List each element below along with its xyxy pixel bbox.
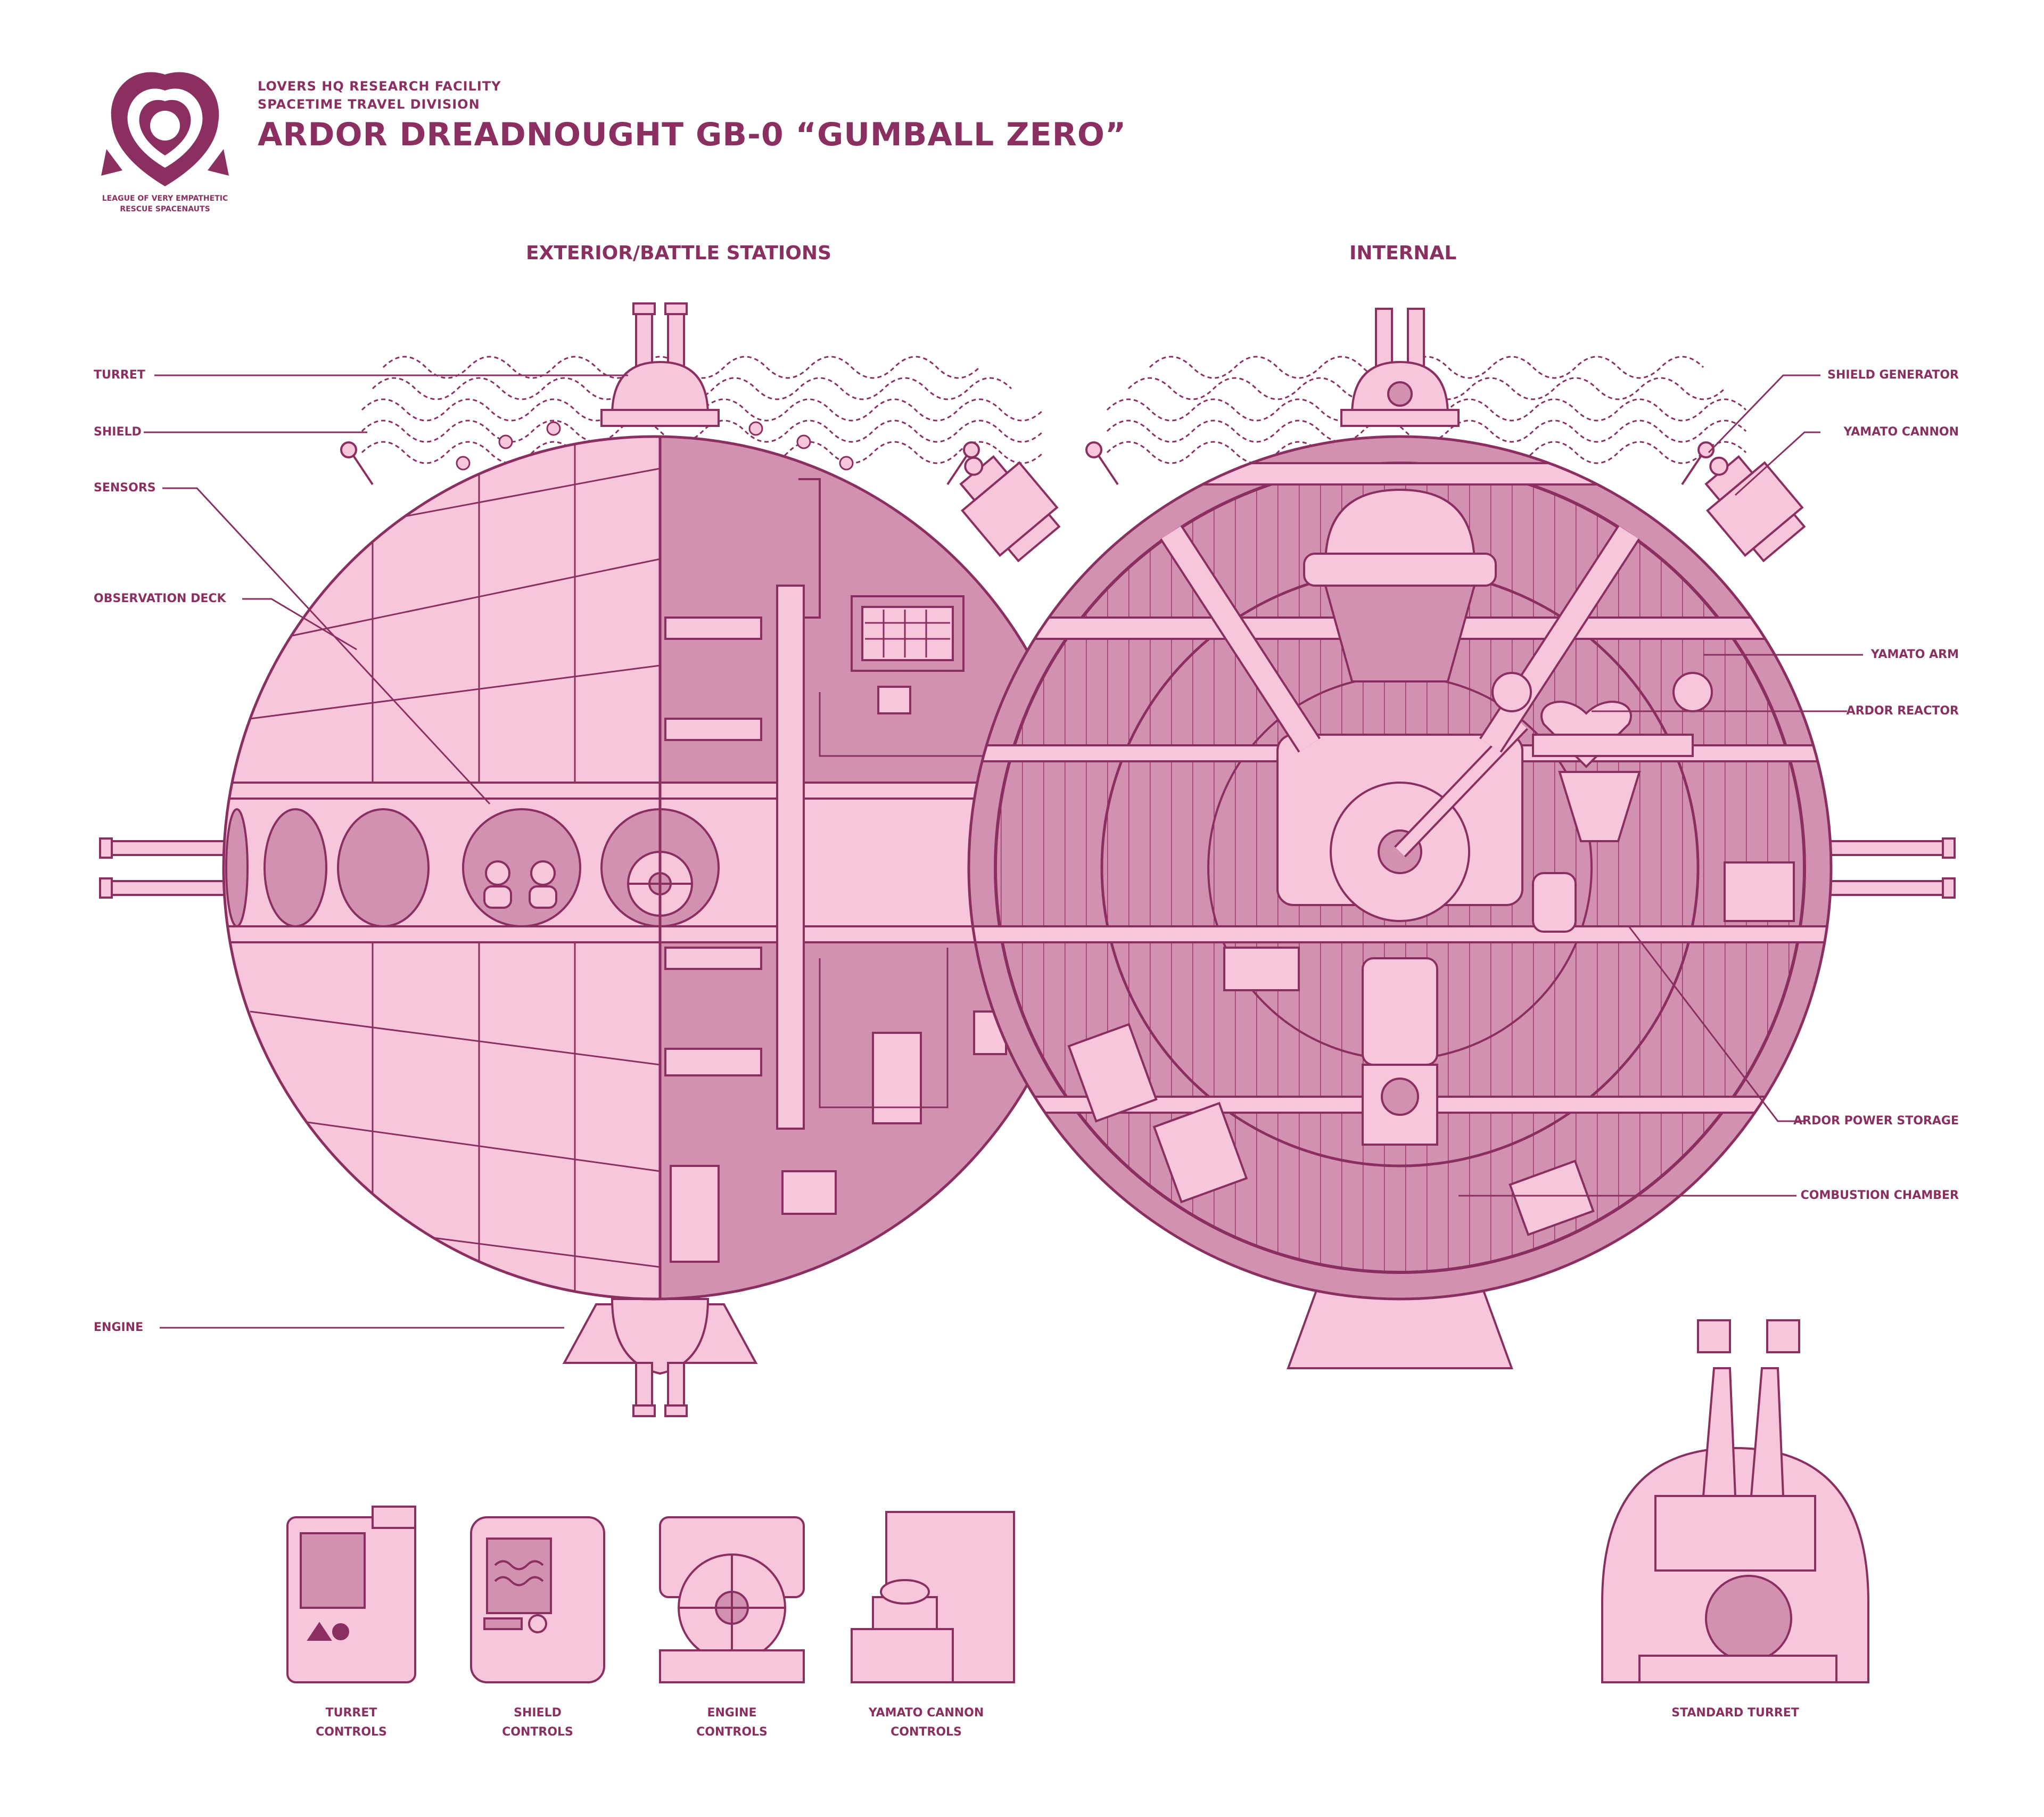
callout-shield: SHIELD	[94, 425, 142, 439]
callout-shield-generator: SHIELD GENERATOR	[1827, 368, 1959, 382]
internal-sphere	[967, 308, 1956, 1369]
callout-sensors: SENSORS	[94, 481, 156, 495]
callout-turret: TURRET	[94, 368, 145, 382]
callout-ardor-reactor: ARDOR REACTOR	[1846, 704, 1959, 718]
caption-line2: CONTROLS	[696, 1725, 768, 1739]
caption-line1: ENGINE	[707, 1706, 757, 1720]
caption-line2: CONTROLS	[502, 1725, 573, 1739]
caption-shield-controls: SHIELD CONTROLS	[452, 1704, 623, 1742]
heart-emblem-icon	[101, 72, 229, 186]
caption-line1: YAMATO CANNON	[868, 1706, 984, 1720]
callout-ardor-power-storage: ARDOR POWER STORAGE	[1793, 1114, 1959, 1128]
exterior-sphere	[99, 302, 1087, 1417]
section-title-exterior: EXTERIOR/BATTLE STATIONS	[526, 242, 831, 264]
internal-yamato-cannon	[1704, 455, 1806, 563]
turret-controls-art	[286, 1506, 416, 1683]
caption-standard-turret: STANDARD TURRET	[1671, 1706, 1799, 1720]
division-name: SPACETIME TRAVEL DIVISION	[258, 97, 480, 112]
callout-lines	[144, 374, 1863, 1329]
engine-controls-art	[659, 1516, 805, 1683]
exterior-yamato-cannon	[959, 455, 1061, 563]
shield-controls-art	[470, 1516, 605, 1683]
callout-combustion-chamber: COMBUSTION CHAMBER	[1800, 1189, 1959, 1202]
caption-turret-controls: TURRET CONTROLS	[266, 1704, 436, 1742]
caption-engine-controls: ENGINE CONTROLS	[647, 1704, 817, 1742]
section-title-internal: INTERNAL	[1349, 242, 1457, 264]
caption-yamato-cannon-controls: YAMATO CANNON CONTROLS	[841, 1704, 1011, 1742]
caption-line1: SHIELD	[514, 1706, 562, 1720]
side-antennas	[340, 441, 980, 486]
standard-turret-art	[1601, 1319, 1869, 1683]
page-title: ARDOR DREADNOUGHT GB-0 “GUMBALL ZERO”	[258, 116, 1127, 153]
callout-yamato-cannon: YAMATO CANNON	[1843, 425, 1959, 439]
callout-engine: ENGINE	[94, 1321, 144, 1334]
logo-caption-line2: RESCUE SPACENAUTS	[120, 205, 210, 213]
yamato-cannon-controls-art	[851, 1511, 1015, 1683]
top-turret	[600, 302, 720, 427]
caption-line1: TURRET	[325, 1706, 377, 1720]
caption-line2: CONTROLS	[891, 1725, 962, 1739]
bottom-engine	[562, 1298, 758, 1417]
callout-observation-deck: OBSERVATION DECK	[94, 592, 226, 605]
facility-name: LOVERS HQ RESEARCH FACILITY	[258, 79, 501, 94]
caption-line2: CONTROLS	[316, 1725, 387, 1739]
callout-yamato-arm: YAMATO ARM	[1870, 648, 1959, 661]
logo-caption-line1: LEAGUE OF VERY EMPATHETIC	[102, 194, 228, 203]
